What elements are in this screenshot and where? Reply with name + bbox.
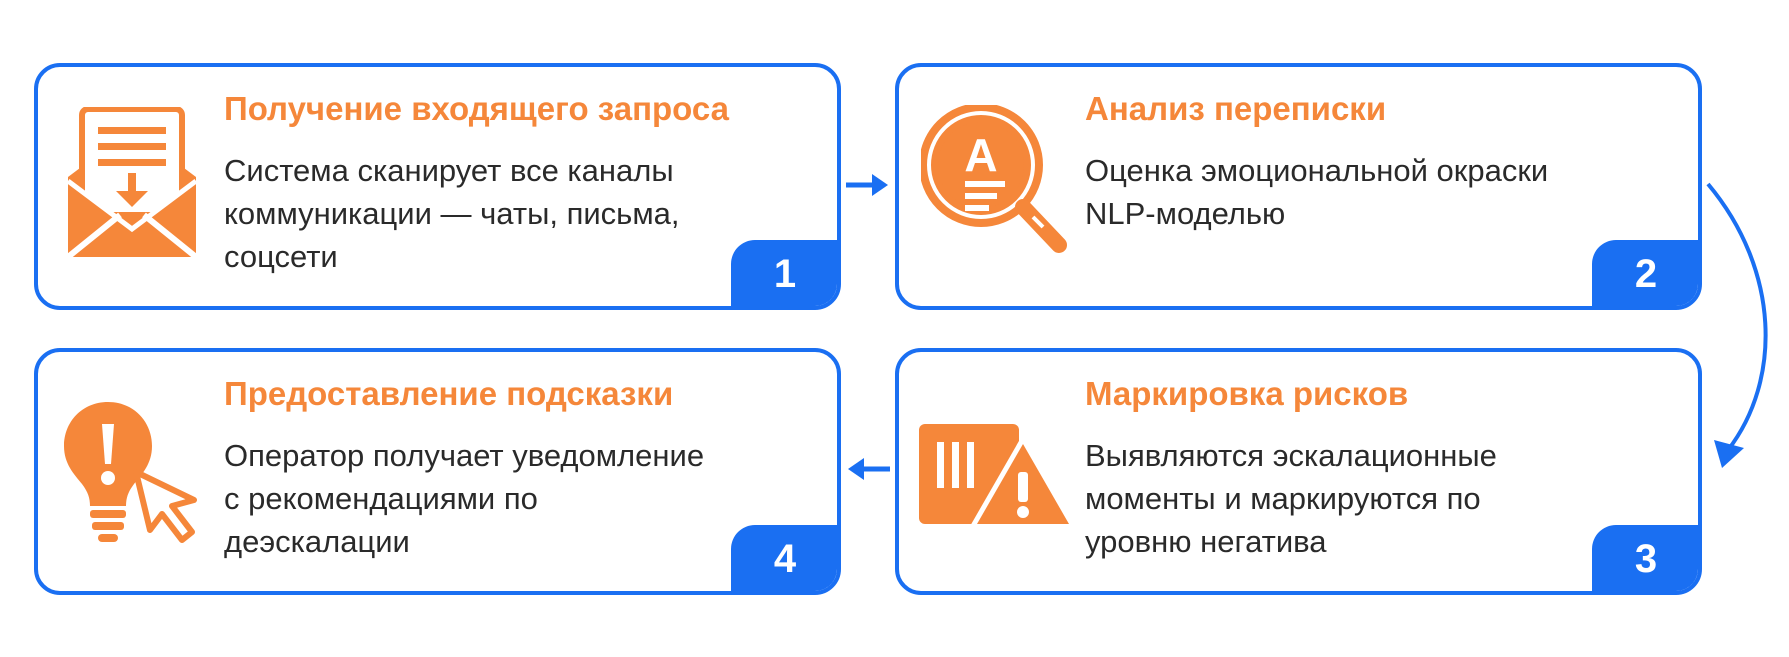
step-description: Оценка эмоциональной окраски NLP-моделью: [1085, 153, 1549, 231]
step-card-1: Получение входящего запроса Система скан…: [34, 63, 841, 310]
step-card-4: Предоставление подсказки Оператор получа…: [34, 348, 841, 595]
envelope-download-icon: [68, 107, 196, 257]
step-number-badge: 1: [731, 240, 837, 306]
step-card-3: Маркировка рисков Выявляются эскалационн…: [895, 348, 1702, 595]
arrow-left-icon: [848, 458, 890, 480]
step-description: Выявляются эскалационные моменты и марки…: [1085, 438, 1497, 559]
step-description: Оператор получает уведомление с рекоменд…: [224, 438, 705, 559]
step-number-badge: 2: [1592, 240, 1698, 306]
svg-text:A: A: [964, 129, 997, 181]
step-number-badge: 3: [1592, 525, 1698, 591]
step-description: Система сканирует все каналы коммуникаци…: [224, 153, 680, 274]
step-title: Маркировка рисков: [1085, 375, 1409, 412]
step-title: Предоставление подсказки: [224, 375, 674, 412]
magnifier-text-icon: A: [921, 105, 1067, 253]
warning-flag-icon: [919, 424, 1077, 528]
step-number-badge: 4: [731, 525, 837, 591]
lightbulb-cursor-icon: [64, 402, 197, 543]
step-card-2: A Анализ переписки Оценка эмоциональной …: [895, 63, 1702, 310]
step-title: Получение входящего запроса: [224, 90, 730, 127]
step-title: Анализ переписки: [1085, 90, 1387, 127]
curved-arrow-down-icon: [1706, 182, 1768, 468]
arrow-right-icon: [846, 174, 888, 196]
